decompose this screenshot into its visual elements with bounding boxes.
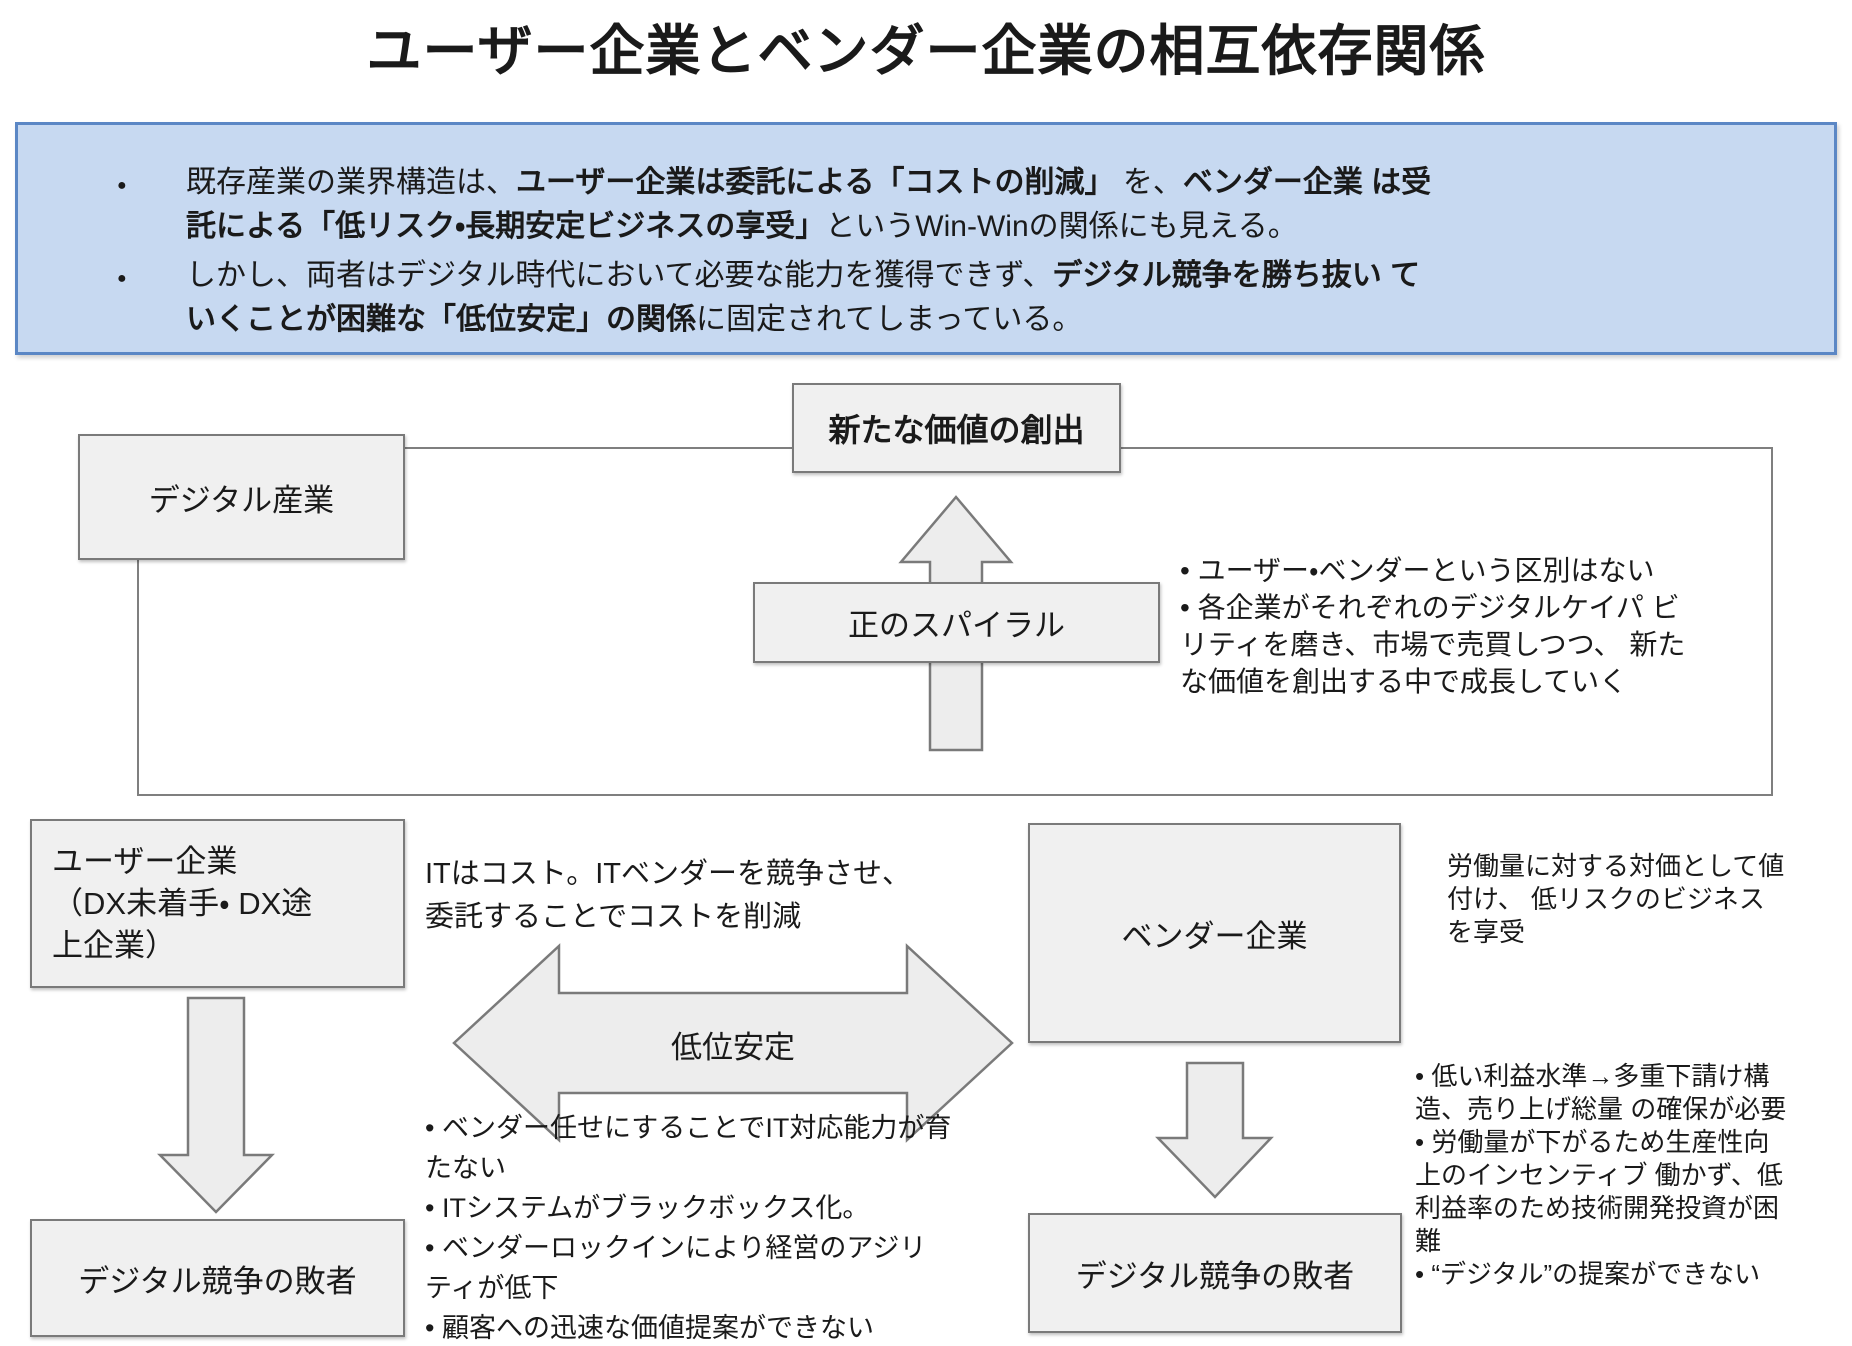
- low-stability-label: 低位安定: [671, 1030, 795, 1065]
- digital-loser-left-box: デジタル競争の敗者: [30, 1219, 405, 1337]
- vendor-note-text: 労働量に対する対価として値 付け、 低リスクのビジネス を享受: [1447, 851, 1785, 947]
- new-value-box: 新たな価値の創出: [792, 383, 1121, 473]
- new-value-label: 新たな価値の創出: [828, 412, 1085, 448]
- digital-loser-left-label: デジタル競争の敗者: [78, 1263, 357, 1299]
- down-arrow-right: [1155, 1061, 1274, 1199]
- vendor-company-label: ベンダー企業: [1121, 918, 1308, 954]
- summary-bullet-list: 既存産業の業界構造は、ユーザー企業は委託による「コストの削減」 を、ベンダー企業…: [115, 161, 1834, 342]
- page-title: ユーザー企業とベンダー企業の相互依存関係: [366, 20, 1486, 82]
- summary-bullet-2: しかし、両者はデジタル時代において必要な能力を獲得できず、デジタル競争を勝ち抜い…: [115, 254, 1445, 342]
- digital-industry-box: デジタル産業: [78, 434, 405, 560]
- digital-loser-right-box: デジタル競争の敗者: [1028, 1213, 1402, 1333]
- down-arrow-left: [157, 996, 275, 1214]
- summary-bullet-1: 既存産業の業界構造は、ユーザー企業は委託による「コストの削減」 を、ベンダー企業…: [115, 161, 1445, 249]
- digital-loser-right-label: デジタル競争の敗者: [1075, 1258, 1355, 1294]
- positive-spiral-label: 正のスパイラル: [848, 608, 1065, 643]
- positive-spiral-box: 正のスパイラル: [753, 582, 1160, 663]
- user-company-label: ユーザー企業 （DX未着手・ DX途 上企業）: [52, 843, 313, 963]
- double-arrow: [452, 943, 1014, 1143]
- digital-industry-label: デジタル産業: [148, 482, 335, 518]
- vendor-company-box: ベンダー企業: [1028, 823, 1401, 1043]
- spiral-note-text: • ユーザー・ベンダーという区別はない • 各企業がそれぞれのデジタルケイパ ビ…: [1180, 555, 1686, 697]
- vendor-issues-text: • 低い利益水準→多重下請け構 造、売り上げ総量 の確保が必要 • 労働量が下が…: [1415, 1061, 1787, 1289]
- summary-panel: 既存産業の業界構造は、ユーザー企業は委託による「コストの削減」 を、ベンダー企業…: [15, 122, 1837, 355]
- user-company-box: ユーザー企業 （DX未着手・ DX途 上企業）: [30, 819, 405, 988]
- user-issues-text: • ベンダー任せにすることでIT対応能力が育 たない • ITシステムがブラック…: [425, 1113, 952, 1343]
- it-cost-text: ITはコスト。ITベンダーを競争させ、 委託することでコストを削減: [425, 858, 911, 933]
